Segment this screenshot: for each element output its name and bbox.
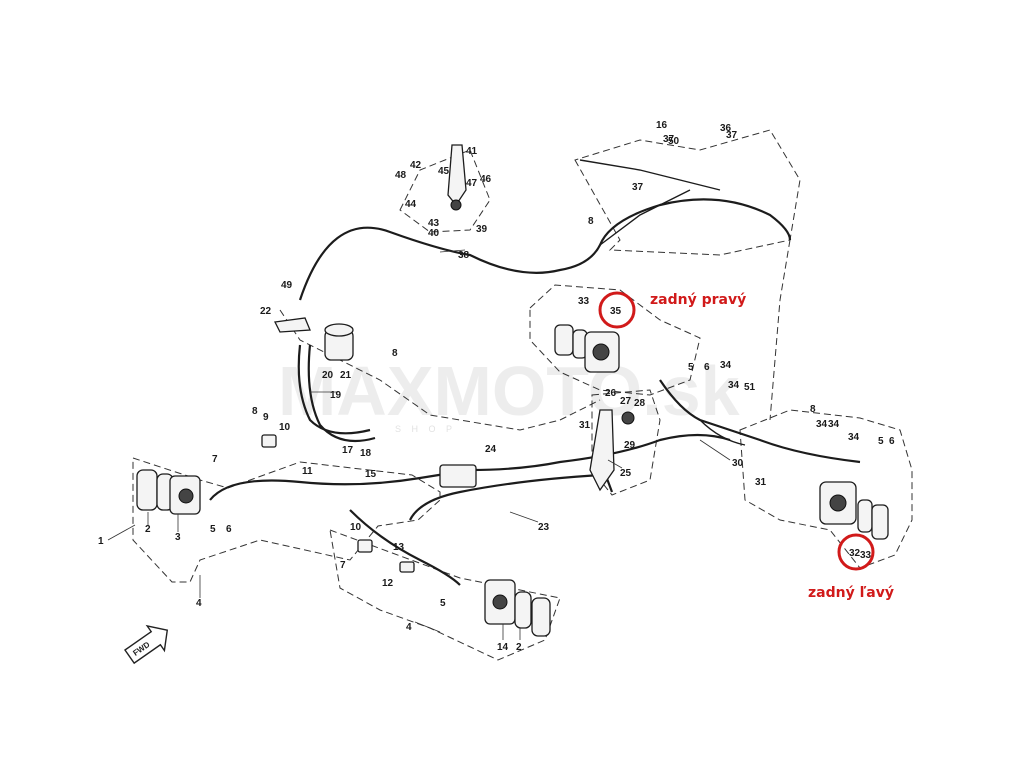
part-label: 5 [440, 598, 446, 609]
part-label: 19 [330, 390, 342, 401]
leader-lines [107, 249, 731, 640]
part-label: 28 [634, 398, 646, 409]
part-label: 48 [395, 170, 407, 181]
part-label: 5 [210, 524, 216, 535]
part-label: 33 [860, 550, 872, 561]
rear-left-part-number: 32 [849, 548, 861, 559]
part-label: 8 [810, 404, 816, 415]
part-label: 36 [720, 123, 732, 134]
part-label: 5 [878, 436, 884, 447]
part-label: 8 [392, 348, 398, 359]
part-label: 30 [732, 458, 744, 469]
part-label: 40 [428, 228, 440, 239]
part-label: 51 [744, 382, 756, 393]
part-label: 34 [828, 419, 840, 430]
brake-lines [209, 159, 861, 586]
rear-left-annotation: zadný ľavý [808, 585, 894, 601]
part-label: 1 [98, 536, 104, 547]
part-label: 43 [428, 218, 440, 229]
rear-right-caliper-highlight: 35 zadný pravý [598, 291, 746, 329]
part-label: 6 [889, 436, 895, 447]
part-label: 17 [342, 445, 354, 456]
part-label: 20 [322, 370, 334, 381]
part-label: 25 [620, 468, 632, 479]
fwd-direction-arrow: FWD [124, 624, 169, 665]
part-label: 33 [578, 296, 590, 307]
part-label: 46 [480, 174, 492, 185]
assembly-outlines [132, 129, 913, 661]
part-label: 27 [620, 396, 632, 407]
part-label: 34 [848, 432, 860, 443]
part-label: 38 [458, 250, 470, 261]
part-label: 22 [260, 306, 272, 317]
part-label: 49 [281, 280, 293, 291]
part-label: 7 [212, 454, 218, 465]
part-label: 16 [656, 120, 668, 131]
part-label: 15 [365, 469, 377, 480]
part-label: 41 [466, 146, 478, 157]
part-label: 31 [579, 420, 591, 431]
part-label: 26 [605, 388, 617, 399]
part-label: 10 [279, 422, 291, 433]
part-label: 29 [624, 440, 636, 451]
part-label: 5 [688, 362, 694, 373]
part-label: 23 [538, 522, 550, 533]
part-label: 21 [340, 370, 352, 381]
part-label: 42 [410, 160, 422, 171]
part-label: 34 [720, 360, 732, 371]
part-label: 8 [252, 406, 258, 417]
part-label: 37 [632, 182, 644, 193]
part-label: 2 [145, 524, 151, 535]
part-label: 24 [485, 444, 497, 455]
part-label: 34 [816, 419, 828, 430]
part-label: 14 [497, 642, 509, 653]
watermark-brand: MAXMOTO.sk [278, 352, 740, 430]
part-label: 31 [755, 477, 767, 488]
part-label: 18 [360, 448, 372, 459]
rear-right-annotation: zadný pravý [650, 292, 746, 308]
part-label: 6 [226, 524, 232, 535]
part-label: 11 [302, 466, 313, 477]
part-label: 47 [466, 178, 478, 189]
part-label: 9 [263, 412, 269, 423]
part-label: 45 [438, 166, 450, 177]
part-label: 8 [588, 216, 594, 227]
part-label: 37 [726, 130, 738, 141]
part-label: 50 [668, 136, 680, 147]
part-label: 2 [516, 642, 522, 653]
part-label: 12 [382, 578, 394, 589]
rear-right-part-number: 35 [610, 306, 622, 317]
part-number-labels: 1 2 3 4 5 6 7 8 9 10 11 12 13 14 15 16 1… [98, 120, 895, 653]
part-label: 3 [175, 532, 181, 543]
part-label: 7 [340, 560, 346, 571]
part-label: 4 [406, 622, 412, 633]
rear-left-caliper-highlight: 32 zadný ľavý [808, 533, 894, 601]
components [136, 144, 889, 637]
part-label: 34 [728, 380, 740, 391]
part-label: 44 [405, 199, 417, 210]
part-label: 4 [196, 598, 202, 609]
part-label: 6 [704, 362, 710, 373]
part-label: 39 [476, 224, 488, 235]
part-label: 13 [393, 542, 405, 553]
part-label: 37 [663, 134, 675, 145]
part-label: 10 [350, 522, 362, 533]
watermark-sub: S H O P [395, 424, 456, 434]
